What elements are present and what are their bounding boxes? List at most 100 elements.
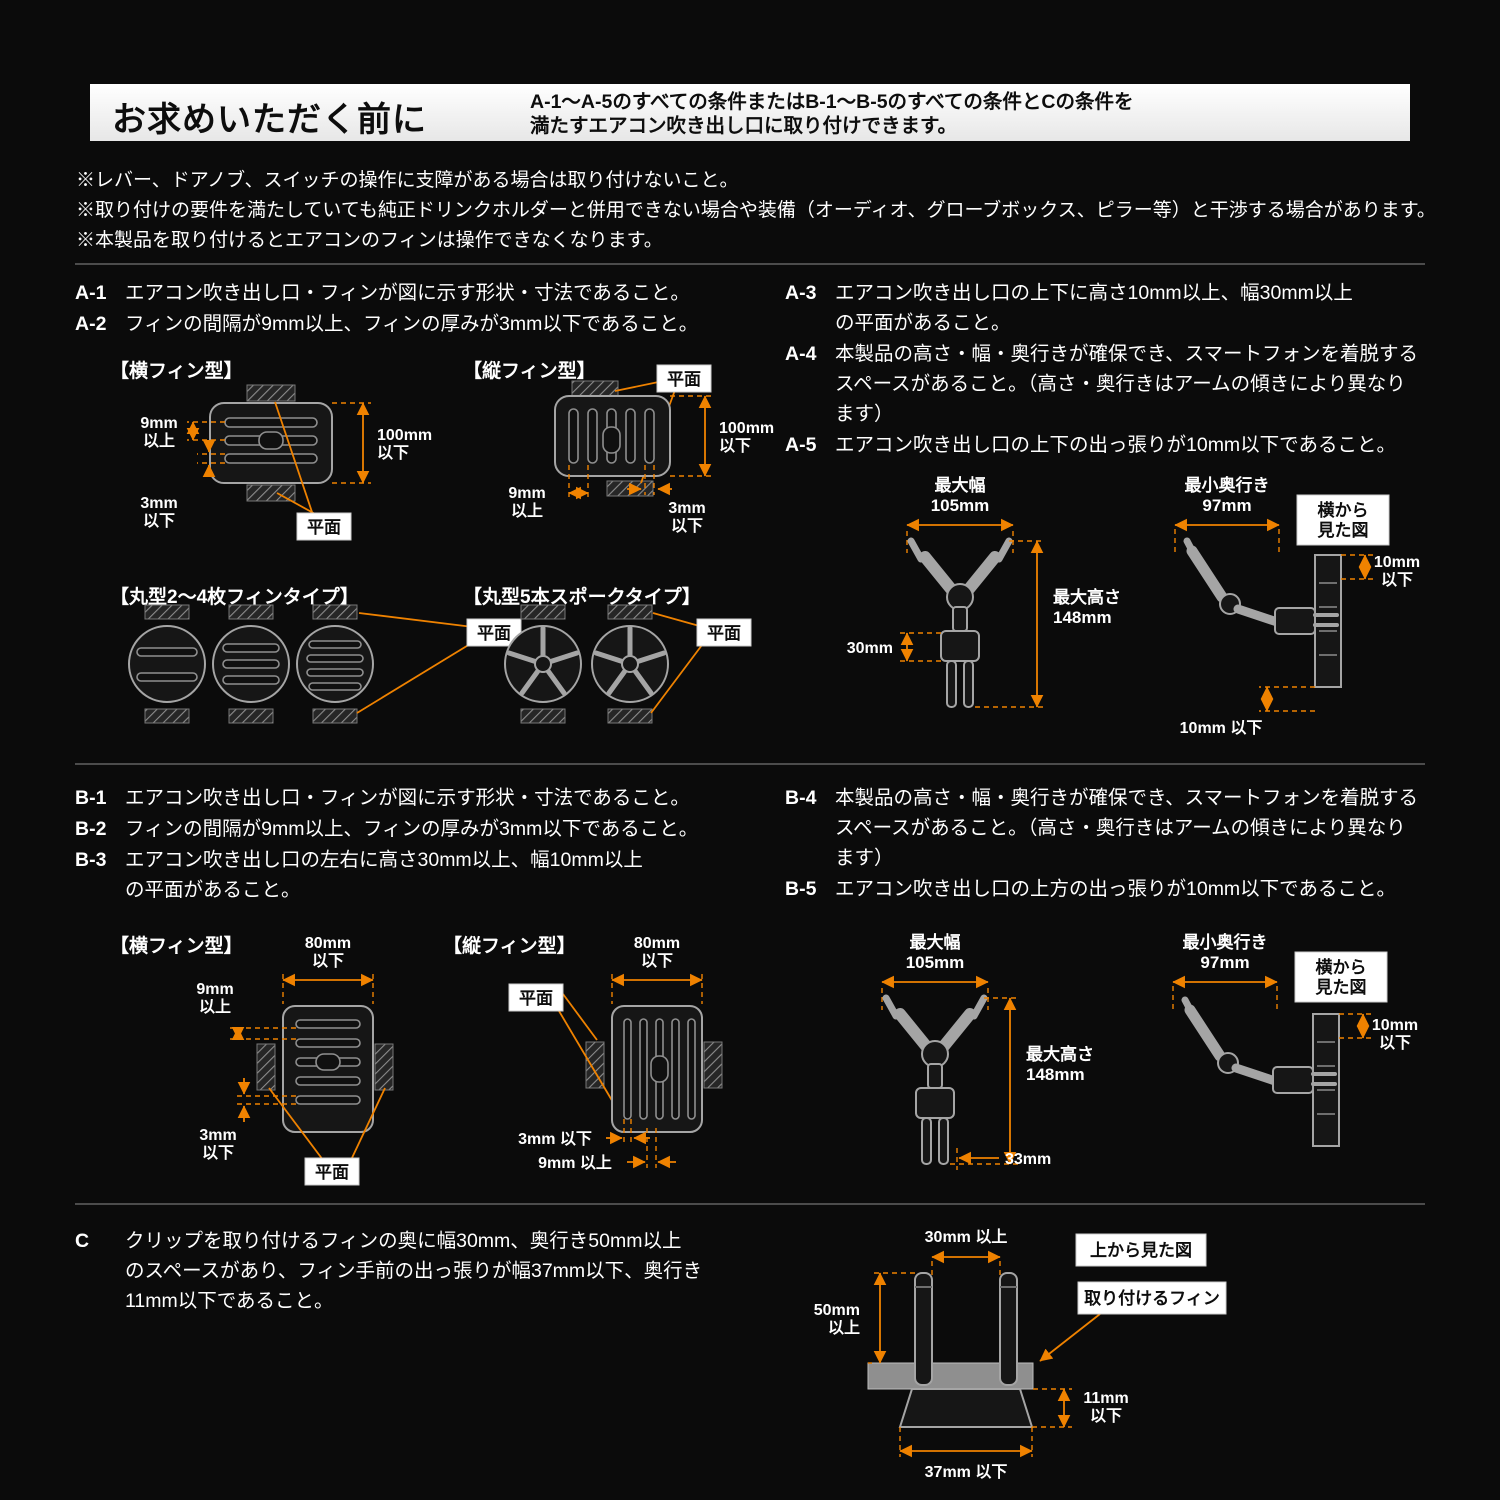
dim-min-depth: 最小奥行き [1185,475,1270,495]
requirement-b5-text: エアコン吹き出し口の上方の出っ張りが10mm以下であること。 [835,878,1396,900]
plane-label: 平面 [307,518,341,537]
a-spoke-fin-title: 【丸型5本スポークタイプ】 [463,585,701,608]
vent-side-profile [1312,1013,1340,1147]
dim-148mm: 148mm [1026,1065,1085,1084]
dim-10mm-max: 以下 [1381,571,1413,589]
dim-11mm: 11mm [1083,1390,1128,1407]
requirement-a4-text: 本製品の高さ・幅・奥行きが確保でき、スマートフォンを着脱する スペースがあること… [835,343,1419,425]
clip-front-body [898,1388,1034,1428]
dim-50mm: 50mm [814,1302,860,1319]
clip-body [1274,607,1316,635]
section-b-right-requirements: B-4 本製品の高さ・幅・奥行きが確保でき、スマートフォンを着脱する スペースが… [785,783,1430,905]
requirement-a5-id: A-5 [785,434,817,456]
requirement-a1: A-1 エアコン吹き出し口・フィンが図に示す形状・寸法であること。 [75,278,735,308]
dim-min-depth: 最小奥行き [1183,932,1268,952]
b-holder-side-diagram: 最小奥行き 97mm 横から 見た図 10mm 以下 [1172,932,1418,1147]
side-view-label-line1: 横から [1318,500,1369,520]
requirement-b2-text: フィンの間隔が9mm以上、フィンの厚みが3mm以下であること。 [125,818,699,840]
a-holder-side-diagram: 最小奥行き 97mm 横から 見た図 10mm 以下 [1174,475,1420,737]
dim-80mm-max: 以下 [312,952,344,970]
requirement-b4: B-4 本製品の高さ・幅・奥行きが確保でき、スマートフォンを着脱する スペースが… [785,783,1430,873]
dim-50mm-min: 以上 [828,1319,860,1337]
requirement-a1-text: エアコン吹き出し口・フィンが図に示す形状・寸法であること。 [125,282,690,304]
clip-prong [921,1117,932,1165]
requirement-a3: A-3 エアコン吹き出し口の上下に高さ10mm以上、幅30mm以上 の平面がある… [785,278,1430,338]
dim-3mm: 3mm [140,495,177,512]
section-a-left-requirements: A-1 エアコン吹き出し口・フィンが図に示す形状・寸法であること。 A-2 フィ… [75,278,735,340]
section-c-requirements: C クリップを取り付けるフィンの奥に幅30mm、奥行き50mm以上 のスペースが… [75,1226,715,1317]
dim-97mm: 97mm [1200,953,1249,972]
c-clip-top-view-diagram: 30mm 以上 上から見た図 取り付けるフィン 50mm 以上 11mm 以 [814,1228,1227,1481]
divider-section-b [75,763,1425,765]
dim-9mm: 9mm [140,415,177,432]
plane-hatch [374,1043,394,1091]
dim-80mm: 80mm [634,935,680,952]
requirement-b2-id: B-2 [75,818,107,840]
requirement-c-id: C [75,1230,90,1252]
plane-callout-box [656,364,712,393]
divider-section-a [75,263,1425,265]
fin-knob [315,1053,341,1071]
b-horizontal-fin-title: 【横フィン型】 [110,934,243,957]
section-a-right-requirements: A-3 エアコン吹き出し口の上下に高さ10mm以上、幅30mm以上 の平面がある… [785,278,1430,461]
dim-9mm: 9mm [508,485,545,502]
usage-notes: ※レバー、ドアノブ、スイッチの操作に支障がある場合は取り付けないこと。 ※取り付… [76,166,1436,256]
clip-prong [963,660,974,708]
dim-30mm-min: 30mm 以上 [925,1228,1008,1246]
plane-hatch [585,1041,605,1089]
plane-callout-box [296,512,352,541]
dim-33mm: 33mm [1005,1151,1051,1168]
plane-hatch [246,384,296,402]
dim-30mm: 30mm [847,640,893,657]
dim-10mm: 10mm [1374,554,1420,571]
dim-3mm-max: 以下 [143,512,175,530]
requirement-a3-id: A-3 [785,282,817,304]
note-3: ※本製品を取り付けるとエアコンのフィンは操作できなくなります。 [76,230,663,251]
dim-37mm-max: 37mm 以下 [925,1463,1008,1481]
requirement-a2-text: フィンの間隔が9mm以上、フィンの厚みが3mm以下であること。 [125,313,699,335]
dim-9mm-min: 9mm 以上 [538,1154,612,1172]
requirement-b3-id: B-3 [75,849,107,871]
clip-body [1272,1066,1314,1094]
header-subtitle: A-1～A-5のすべての条件またはB-1～B-5のすべての条件とCの条件を 満た… [530,90,1133,138]
a-holder-front-diagram: 最大幅 105mm 最大高さ 148mm 30mm [847,475,1121,708]
requirement-b3: B-3 エアコン吹き出し口の左右に高さ30mm以上、幅10mm以上 の平面がある… [75,845,735,905]
dim-max-height: 最大高さ [1026,1044,1094,1064]
section-a-diagrams: 【横フィン型】 9mm 以上 100mm 以下 3mm 以下 [110,359,1420,737]
intro-header: お求めいただく前に A-1～A-5のすべての条件またはB-1～B-5のすべての条… [90,84,1410,141]
dim-105mm: 105mm [906,953,965,972]
top-view-label: 上から見た図 [1090,1241,1192,1260]
dim-148mm: 148mm [1053,608,1112,627]
dim-9mm-min: 以上 [199,998,231,1016]
clip-body [915,1087,955,1119]
dim-11mm-max: 以下 [1090,1407,1122,1425]
dim-3mm-max: 3mm 以下 [518,1130,592,1148]
requirement-a2: A-2 フィンの間隔が9mm以上、フィンの厚みが3mm以下であること。 [75,309,735,339]
plane-label: 平面 [477,624,511,643]
clip-prong [938,1117,949,1165]
dim-9mm-min: 以上 [143,432,175,450]
dim-3mm-max: 以下 [671,517,703,535]
dim-max-width: 最大幅 [910,932,961,952]
fin-knob [258,431,284,450]
requirement-a2-id: A-2 [75,313,107,335]
dim-80mm-max: 以下 [641,952,673,970]
requirement-a1-id: A-1 [75,282,107,304]
dim-100mm: 100mm [377,427,432,444]
fin-knob [650,1055,669,1083]
requirement-a4: A-4 本製品の高さ・幅・奥行きが確保でき、スマートフォンを着脱する スペースが… [785,339,1430,429]
requirement-b1-id: B-1 [75,787,107,809]
requirement-c: C クリップを取り付けるフィンの奥に幅30mm、奥行き50mm以上 のスペースが… [75,1226,715,1316]
dim-100mm-max: 以下 [377,444,409,462]
dim-9mm-min: 以上 [511,502,543,520]
a-horizontal-fin-title: 【横フィン型】 [110,359,243,382]
requirement-a5: A-5 エアコン吹き出し口の上下の出っ張りが10mm以下であること。 [785,430,1430,460]
dim-100mm: 100mm [719,420,774,437]
b-vertical-fin-diagram: 【縦フィン型】 80mm 以下 平面 3mm 以下 [443,934,723,1172]
requirement-b4-text: 本製品の高さ・幅・奥行きが確保でき、スマートフォンを着脱する スペースがあること… [835,787,1419,869]
dim-100mm-max: 以下 [719,437,751,455]
plane-hatch [256,1043,276,1091]
fin-knob [602,426,621,454]
mount-fin-label: 取り付けるフィン [1084,1288,1220,1308]
dim-3mm: 3mm [199,1127,236,1144]
